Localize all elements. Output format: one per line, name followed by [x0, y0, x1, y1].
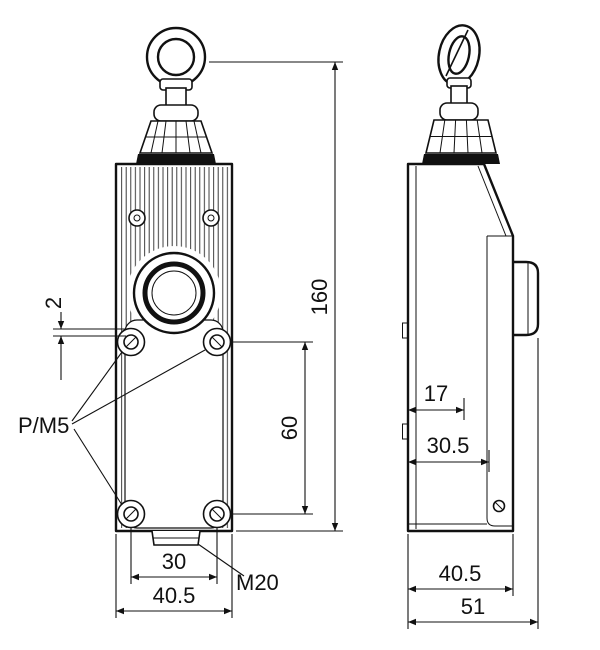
leader-line [73, 428, 123, 506]
screw-slot [211, 508, 223, 520]
dim-text-offset: 2 [41, 297, 66, 309]
leader-line [71, 349, 206, 425]
eye-ring-side-inner [447, 35, 471, 75]
screw-slot [211, 336, 223, 348]
screw-slot [495, 502, 503, 510]
side-view: 17 30.5 40.5 51 [402, 24, 540, 629]
mounting-screw [116, 327, 146, 357]
cover-screws-top [128, 209, 220, 227]
body-side-outline [406, 162, 515, 533]
dim-overall-51: 51 [408, 338, 539, 629]
chamfer-line [477, 165, 507, 237]
cover-plate-line [486, 236, 513, 527]
leader-line [71, 351, 123, 422]
eyebolt [153, 78, 199, 122]
cover-screw-center [133, 214, 141, 222]
label-mount-thread: P/M5 [18, 349, 206, 506]
reset-button-face [151, 270, 197, 316]
front-view: 160 2 60 30 40.5 [18, 26, 343, 618]
eyebolt-head [153, 104, 199, 122]
cover-screw-center [207, 214, 215, 222]
dim-30-5: 30.5 [408, 433, 490, 472]
dim-height-160: 160 [209, 61, 343, 532]
label-text-pm5: P/M5 [18, 413, 69, 438]
dim-17: 17 [408, 381, 465, 420]
eye-ring [145, 26, 207, 88]
eye-ring-latch [445, 29, 469, 77]
seal-band [136, 154, 216, 164]
bellows-cap [138, 120, 214, 154]
mounting-screw [116, 499, 146, 529]
dim-offset-2: 2 [41, 297, 129, 380]
eyebolt-side [439, 77, 479, 121]
cover-screw [128, 209, 146, 227]
dim-text-vspacing: 60 [277, 416, 302, 440]
screw-slot [125, 336, 137, 348]
reset-button-cap [142, 261, 206, 325]
dim-text-depth: 40.5 [439, 561, 482, 586]
dim-text-overall: 51 [461, 594, 485, 619]
label-text-m20: M20 [236, 570, 279, 595]
dim-spacing-60: 60 [231, 341, 313, 515]
dim-text-height: 160 [307, 279, 332, 316]
cover-screw-side [492, 499, 506, 513]
dim-text-width: 40.5 [153, 583, 196, 608]
dim-text-30-5: 30.5 [427, 433, 470, 458]
leader-line [197, 543, 245, 577]
eyebolt-head [439, 102, 479, 121]
label-gland-thread: M20 [197, 543, 279, 595]
dim-text-17: 17 [424, 381, 448, 406]
dim-depth-40-5: 40.5 [407, 534, 514, 629]
dim-text-hspacing: 30 [162, 549, 186, 574]
screw-slot [125, 508, 137, 520]
bellows-cap-side [424, 119, 498, 154]
head-button-side [513, 260, 540, 337]
mounting-screw [202, 499, 232, 529]
mounting-screw [202, 327, 232, 357]
dim-spacing-30: 30 [130, 528, 218, 584]
cover-screw [202, 209, 220, 227]
eye-ring-inner [156, 37, 196, 77]
dim-width-40-5: 40.5 [115, 534, 233, 618]
seal-band-side [422, 154, 500, 164]
reset-button [132, 251, 216, 335]
